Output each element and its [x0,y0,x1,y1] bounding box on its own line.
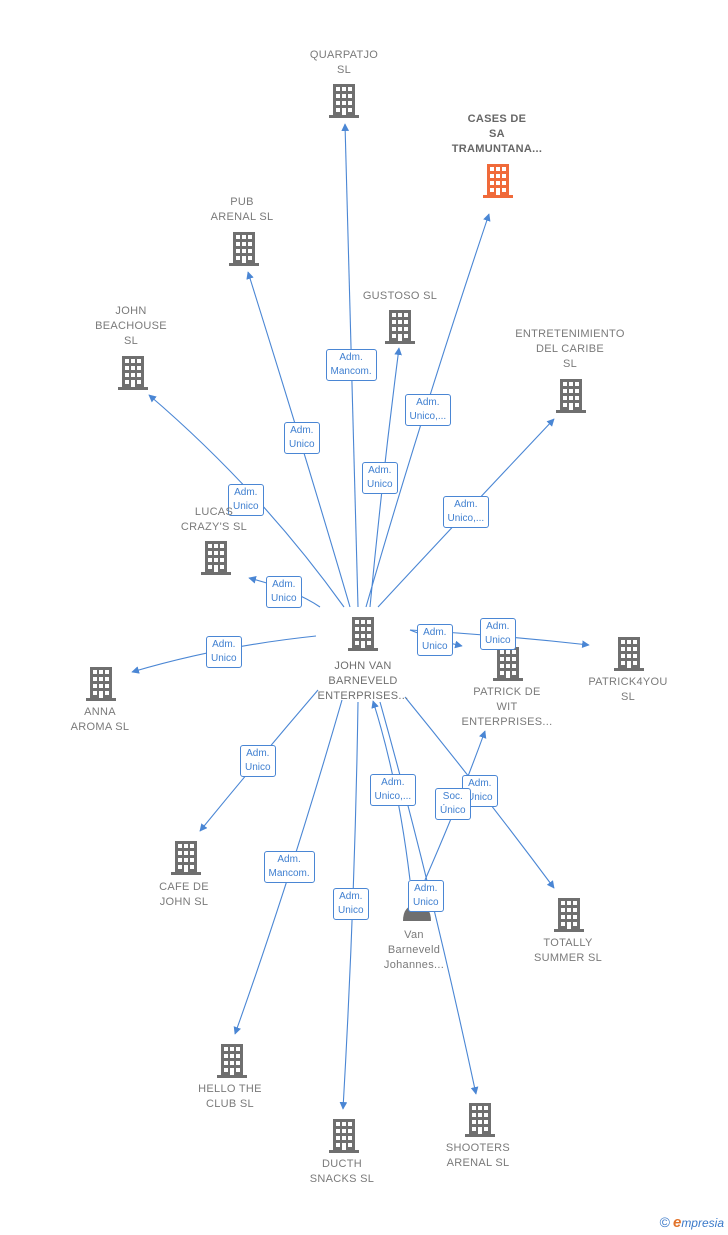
copyright-symbol: © [659,1214,670,1230]
edge-center-quarpatjo [341,123,359,608]
node-label-entret[interactable]: ENTRETENIMIENTO DEL CARIBE SL [515,328,625,370]
building-icon[interactable] [493,647,523,681]
building-icon[interactable] [329,1119,359,1153]
edge-label-center-gustoso[interactable]: Adm. Unico [362,462,398,494]
node-label-patrick4you[interactable]: PATRICK4YOU SL [588,676,668,703]
building-icon[interactable] [385,310,415,344]
edge-label-center-pub[interactable]: Adm. Unico [284,422,320,454]
edge-label-center-anna[interactable]: Adm. Unico [206,636,242,668]
node-label-hello[interactable]: HELLO THE CLUB SL [198,1083,262,1110]
building-icon[interactable] [229,232,259,266]
node-label-pub[interactable]: PUB ARENAL SL [210,196,274,223]
building-icon[interactable] [614,637,644,671]
node-label-gustoso[interactable]: GUSTOSO SL [362,290,438,302]
edge-label-center-quarpatjo[interactable]: Adm. Mancom. [325,349,377,381]
node-label-anna[interactable]: ANNA AROMA SL [70,706,130,733]
building-icon[interactable] [201,541,231,575]
empresia-credit: ©empresia [660,1214,724,1231]
node-label-totally[interactable]: TOTALLY SUMMER SL [533,937,603,964]
node-label-center[interactable]: JOHN VAN BARNEVELD ENTERPRISES... [317,660,409,702]
building-icon[interactable] [86,667,116,701]
edge-center-pub [246,271,351,608]
edge-label-center-cafe[interactable]: Adm. Unico [240,745,276,777]
building-icon[interactable] [217,1044,247,1078]
edge-label-person-patrick_wit[interactable]: Soc. Único [435,788,471,820]
node-label-lucas[interactable]: LUCAS CRAZY'S SL [180,506,248,533]
building-icon[interactable] [465,1103,495,1137]
building-icon[interactable] [554,898,584,932]
edge-label-center-shooters[interactable]: Adm. Unico [408,880,444,912]
edge-label-center-john_beach[interactable]: Adm. Unico [228,484,264,516]
building-icon[interactable] [348,617,378,651]
node-label-person[interactable]: Van Barneveld Johannes... [383,929,445,971]
edge-label-center-lucas[interactable]: Adm. Unico [266,576,302,608]
node-label-patrick_wit[interactable]: PATRICK DE WIT ENTERPRISES... [461,686,553,728]
edge-label-center-patrick_wit[interactable]: Adm. Unico [417,624,453,656]
edge-label-person-center[interactable]: Adm. Unico,... [369,774,417,806]
node-label-shooters[interactable]: SHOOTERS ARENAL SL [445,1142,511,1169]
edge-label-center-ducth[interactable]: Adm. Unico [333,888,369,920]
edge-label-center-entret[interactable]: Adm. Unico,... [442,496,490,528]
empresia-logo-text: mpresia [681,1216,724,1230]
building-icon[interactable] [171,841,201,875]
node-label-cases[interactable]: CASES DE SA TRAMUNTANA... [451,113,543,155]
node-label-cafe[interactable]: CAFE DE JOHN SL [159,881,209,908]
building-icon[interactable] [329,84,359,118]
building-icon[interactable] [483,164,513,198]
building-icon[interactable] [556,379,586,413]
edge-label-center-hello[interactable]: Adm. Mancom. [263,851,315,883]
building-icon[interactable] [118,356,148,390]
node-label-ducth[interactable]: DUCTH SNACKS SL [309,1158,375,1185]
node-label-quarpatjo[interactable]: QUARPATJO SL [309,49,379,76]
empresia-logo-initial: e [672,1214,682,1231]
edge-label-center-patrick4you[interactable]: Adm. Unico [480,618,516,650]
node-label-john_beach[interactable]: JOHN BEACHOUSE SL [95,305,167,347]
edge-label-center-cases[interactable]: Adm. Unico,... [404,394,452,426]
